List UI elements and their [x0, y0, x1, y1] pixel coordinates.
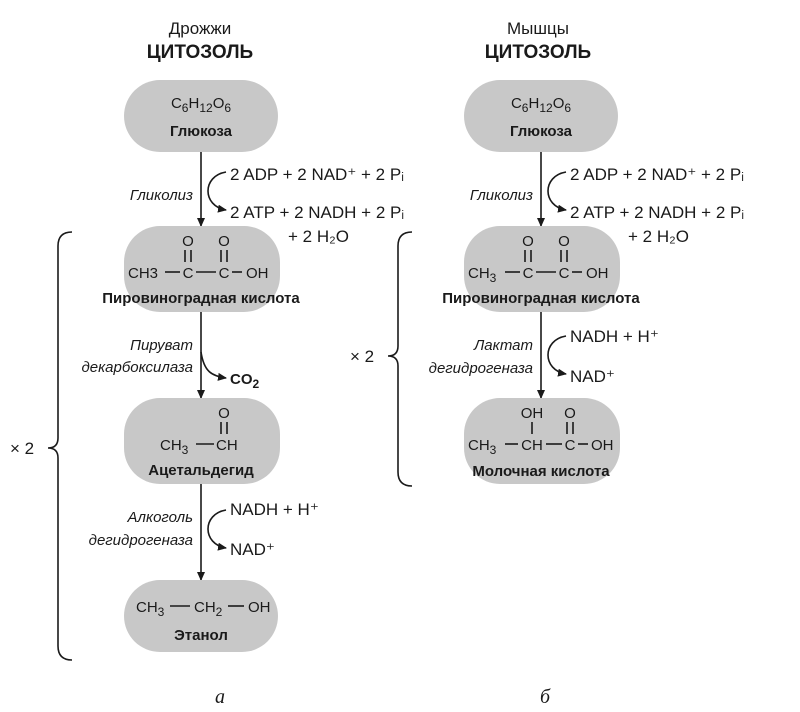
brace-a — [47, 231, 73, 661]
svg-text:OH: OH — [586, 265, 609, 282]
adh-side-arrow-a — [207, 509, 227, 551]
adh-output-a: NAD⁺ — [230, 540, 275, 559]
svg-text:O: O — [564, 405, 576, 422]
decarboxylase-label-line2-a: декарбоксилаза — [81, 359, 193, 376]
ethanol-node-a — [124, 580, 278, 652]
glycolysis-output2-a: + 2 H₂O — [288, 227, 349, 246]
ldh-input-b: NADH + H⁺ — [570, 327, 659, 346]
glucose-node-b — [464, 80, 618, 152]
glycolysis-label-a: Гликолиз — [130, 187, 193, 204]
co2-product-a: CO2 — [230, 371, 260, 391]
glucose-name-b: Глюкоза — [510, 123, 573, 140]
svg-text:CH2: CH2 — [194, 599, 223, 619]
decarboxylase-label-line1-a: Пируват — [130, 337, 193, 354]
svg-text:O: O — [218, 405, 230, 422]
svg-text:CH: CH — [521, 437, 543, 454]
glycolysis-output2-b: + 2 H₂O — [628, 227, 689, 246]
svg-text:C: C — [559, 265, 570, 282]
svg-text:C: C — [565, 437, 576, 454]
pyruvate-structure-b: O O CH3 C C OH — [468, 233, 609, 285]
glycolysis-output-a: 2 ATP + 2 NADH + 2 Pᵢ — [230, 203, 404, 222]
pyruvate-node-a — [124, 226, 280, 312]
panel-label-b: б — [540, 686, 551, 708]
ethanol-structure-a: CH3 CH2 OH — [136, 599, 271, 619]
svg-text:CH: CH — [216, 437, 238, 454]
adh-label-line2-a: дегидрогеназа — [89, 532, 193, 549]
multiplier-b: × 2 — [350, 347, 374, 366]
panel-a-organism: Дрожжи — [169, 19, 231, 38]
pyruvate-node-b — [464, 226, 620, 312]
glycolysis-side-arrow-b — [547, 171, 567, 213]
pyruvate-name-b: Пировиноградная кислота — [442, 290, 640, 307]
glucose-name-a: Глюкоза — [170, 123, 233, 140]
pyruvate-name-a: Пировиноградная кислота — [102, 290, 300, 307]
svg-text:OH: OH — [591, 437, 614, 454]
glucose-node-a — [124, 80, 278, 152]
lactate-name-b: Молочная кислота — [472, 463, 610, 480]
multiplier-a: × 2 — [10, 439, 34, 458]
glucose-formula-b: C6H12O6 — [511, 95, 571, 115]
acetaldehyde-node-a — [124, 398, 280, 484]
svg-text:C: C — [219, 265, 230, 282]
acetaldehyde-structure-a: O CH3 CH — [160, 405, 238, 457]
svg-text:CH3: CH3 — [468, 437, 497, 457]
ethanol-name-a: Этанол — [174, 627, 228, 644]
svg-text:C: C — [523, 265, 534, 282]
panel-a-compartment: ЦИТОЗОЛЬ — [147, 42, 253, 63]
svg-text:C: C — [183, 265, 194, 282]
co2-side-arrow-a — [200, 351, 227, 381]
ldh-output-b: NAD⁺ — [570, 367, 615, 386]
glycolysis-input-b: 2 ADP + 2 NAD⁺ + 2 Pᵢ — [570, 165, 744, 184]
svg-text:OH: OH — [521, 405, 544, 422]
adh-input-a: NADH + H⁺ — [230, 500, 319, 519]
lactate-node-b — [464, 398, 620, 484]
glycolysis-side-arrow-a — [207, 171, 227, 213]
svg-text:OH: OH — [248, 599, 271, 616]
brace-b — [387, 231, 413, 487]
acetaldehyde-name-a: Ацетальдегид — [148, 462, 254, 479]
svg-text:CH3: CH3 — [128, 265, 158, 282]
panel-label-a: а — [215, 686, 225, 708]
glycolysis-output-b: 2 ATP + 2 NADH + 2 Pᵢ — [570, 203, 744, 222]
svg-text:O: O — [558, 233, 570, 250]
svg-text:CH3: CH3 — [136, 599, 165, 619]
pyruvate-structure-a: O O CH3 C C OH — [128, 233, 269, 282]
svg-text:O: O — [218, 233, 230, 250]
glycolysis-label-b: Гликолиз — [470, 187, 533, 204]
panel-b-organism: Мышцы — [507, 19, 569, 38]
lactate-structure-b: OH O CH3 CH C OH — [468, 405, 614, 457]
ldh-label-line2-b: дегидрогеназа — [429, 360, 533, 377]
glycolysis-input-a: 2 ADP + 2 NAD⁺ + 2 Pᵢ — [230, 165, 404, 184]
svg-text:CH3: CH3 — [160, 437, 189, 457]
adh-label-line1-a: Алкоголь — [127, 509, 194, 526]
svg-text:O: O — [182, 233, 194, 250]
svg-text:CH3: CH3 — [468, 265, 497, 285]
panel-b: Мышцы ЦИТОЗОЛЬ C6H12O6 Глюкоза Гликолиз … — [350, 19, 744, 708]
ldh-label-line1-b: Лактат — [473, 337, 533, 354]
panel-b-compartment: ЦИТОЗОЛЬ — [485, 42, 591, 63]
svg-text:O: O — [522, 233, 534, 250]
panel-a: Дрожжи ЦИТОЗОЛЬ C6H12O6 Глюкоза Гликолиз… — [10, 19, 404, 708]
glucose-formula-a: C6H12O6 — [171, 95, 231, 115]
svg-text:OH: OH — [246, 265, 269, 282]
ldh-side-arrow-b — [547, 335, 567, 377]
